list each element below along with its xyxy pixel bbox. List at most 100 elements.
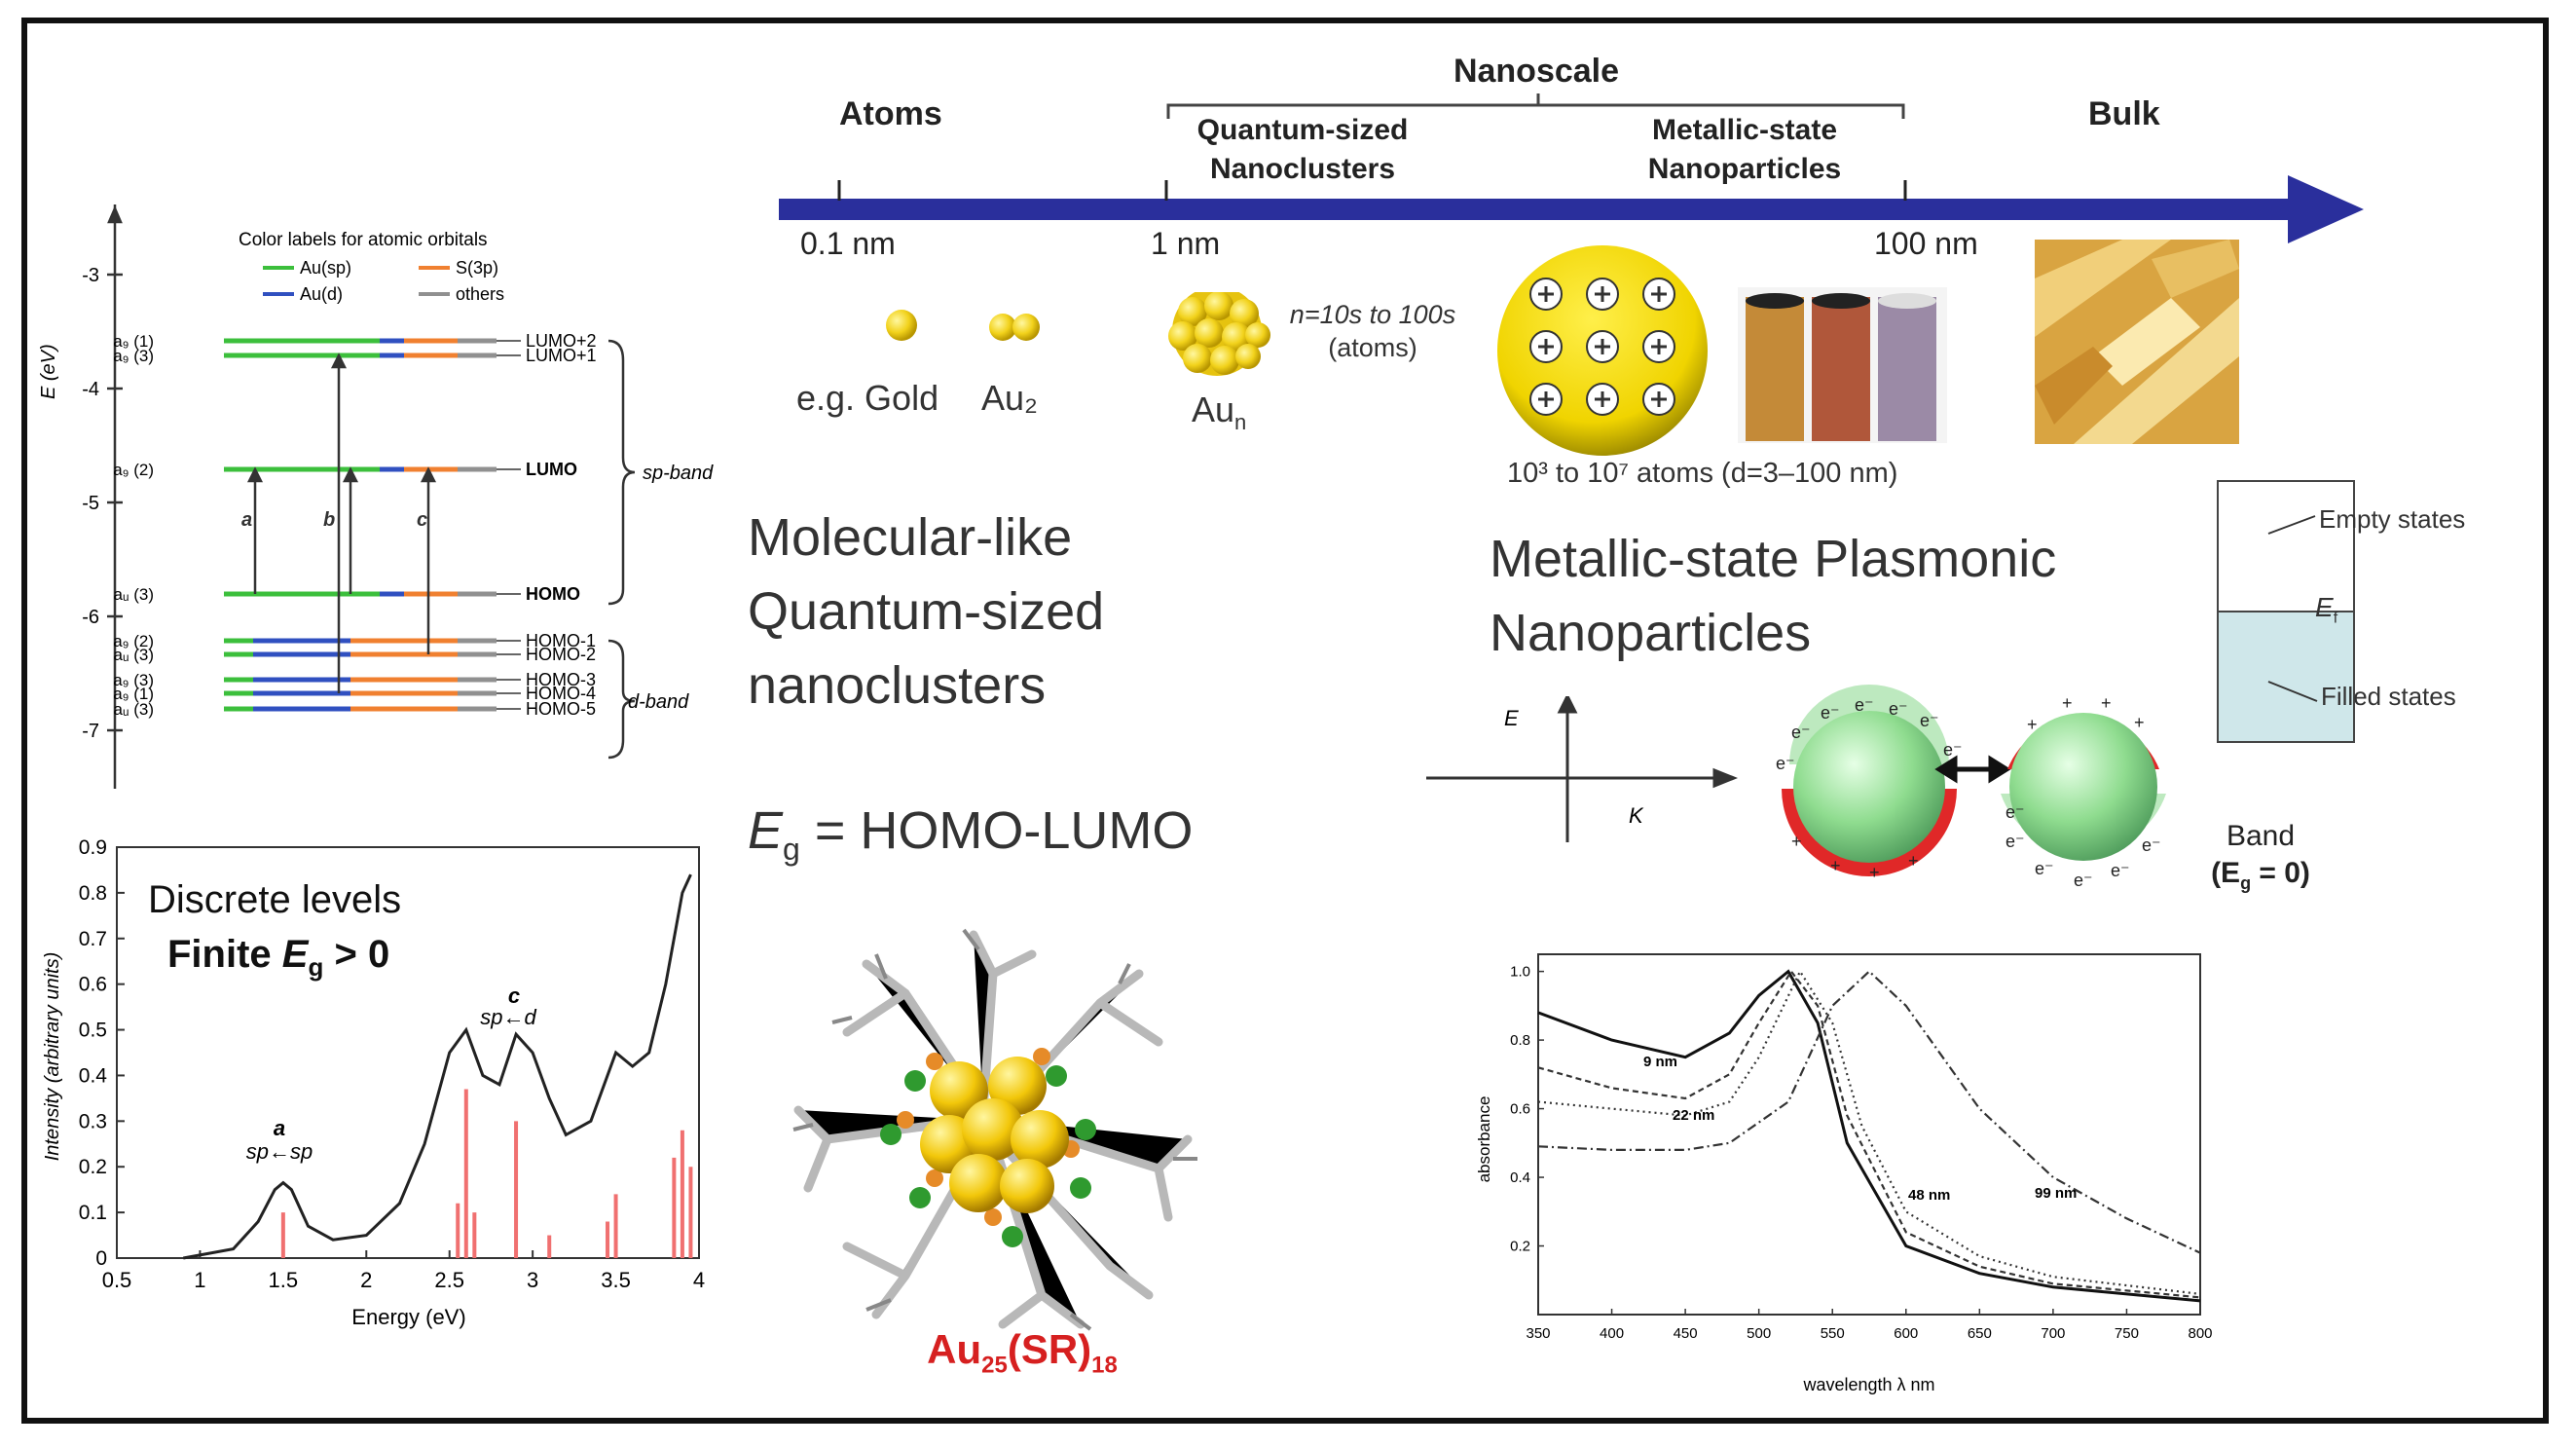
orbital-level-symmetry: aᵤ (3)	[114, 585, 154, 604]
orbital-y-ticks: -3-4-5-6-7-8	[82, 265, 123, 742]
label-bulk: Bulk	[2088, 95, 2160, 132]
peak-a-letter: a	[274, 1116, 285, 1140]
absorbance-lines	[1537, 969, 2201, 1303]
svg-text:e⁻: e⁻	[2035, 859, 2054, 878]
svg-text:e⁻: e⁻	[1821, 703, 1840, 723]
spectrum-y-tick-label: 0	[95, 1247, 107, 1270]
absorbance-x-tick-label: 550	[1821, 1325, 1845, 1342]
orbital-level-symmetry: a₉ (2)	[113, 461, 154, 479]
orbital-level-symmetry: a₉ (1)	[113, 685, 154, 703]
absorbance-x-tick-label: 500	[1747, 1325, 1771, 1342]
svg-text:+: +	[1830, 856, 1841, 875]
gold-atom-icons	[886, 292, 1270, 376]
series-label-9nm: 9 nm	[1643, 1054, 1677, 1070]
orbital-y-tick-label: -5	[82, 493, 99, 514]
absorbance-series-line	[1537, 969, 2201, 1303]
series-label-48nm: 48 nm	[1908, 1187, 1950, 1204]
d-band-label: d-band	[628, 691, 689, 713]
svg-text:others: others	[456, 284, 504, 304]
transition-label: c	[417, 509, 427, 531]
svg-text:e⁻: e⁻	[2006, 832, 2025, 851]
orbital-level-symmetry: a₉ (3)	[113, 671, 154, 689]
orbital-level-symmetry: a₉ (1)	[113, 332, 154, 351]
band-label: Band	[2226, 820, 2296, 852]
svg-text:e⁻: e⁻	[2006, 802, 2025, 822]
spectrum-sticks	[280, 1089, 693, 1258]
absorbance-x-tick-label: 350	[1526, 1325, 1550, 1342]
absorbance-y-tick-label: 0.4	[1510, 1169, 1530, 1186]
sphere-left: e⁻e⁻e⁻e⁻e⁻e⁻e⁻ ++++	[1776, 685, 1963, 882]
orbital-ylabel: E (eV)	[38, 344, 59, 399]
plasmonic-heading: Metallic-state Plasmonic Nanoparticles	[1490, 530, 2057, 662]
svg-text:e⁻: e⁻	[1943, 740, 1963, 760]
spectrum-x-tick-label: 1	[194, 1268, 205, 1292]
orbital-level: a₉ (2)HOMO-1	[113, 631, 596, 650]
spectrum-y-tick-label: 0.8	[79, 882, 107, 905]
spectrum-ylabel: Intensity (arbitrary units)	[42, 952, 63, 1162]
absorbance-y-tick-label: 0.2	[1510, 1239, 1530, 1255]
e-axis-label: E	[1504, 706, 1519, 730]
absorbance-x-tick-label: 600	[1894, 1325, 1918, 1342]
bulk-gold-image	[2035, 240, 2239, 444]
e-k-axes: E K	[1426, 696, 1738, 842]
orbital-level-name: LUMO+1	[526, 346, 597, 365]
absorbance-y-tick-label: 0.6	[1510, 1101, 1530, 1118]
svg-text:Au(d): Au(d)	[300, 284, 343, 304]
orbital-level-name: HOMO-1	[526, 631, 596, 650]
svg-text:Color labels for atomic orbita: Color labels for atomic orbitals	[239, 230, 488, 250]
orbital-level-diagram: E (eV) -3-4-5-6-7-8 a₉ (1) LUMO+2 a₉ (3) LU…	[38, 204, 714, 789]
spectrum-xlabel: Energy (eV)	[351, 1305, 465, 1329]
series-label-99nm: 99 nm	[2035, 1185, 2077, 1202]
gold-atom-icon	[886, 310, 917, 341]
svg-text:e⁻: e⁻	[1776, 754, 1795, 773]
scale-arrow	[779, 93, 2364, 243]
absorbance-x-tick-label: 400	[1600, 1325, 1624, 1342]
sp-band-label: sp-band	[643, 463, 714, 484]
svg-text:Au(sp): Au(sp)	[300, 258, 351, 278]
eg-zero-label: (Eg = 0)	[2211, 857, 2310, 893]
spectrum-line	[183, 873, 692, 1260]
peak-c-desc: sp←d	[480, 1005, 536, 1029]
band-diagram	[2217, 480, 2355, 743]
svg-text:e⁻: e⁻	[2142, 835, 2161, 855]
svg-text:+: +	[2101, 693, 2112, 713]
orbital-level: aᵤ (3) HOMO-5	[114, 699, 596, 719]
label-np-atoms: 10³ to 10⁷ atoms (d=3–100 nm)	[1507, 458, 1898, 489]
transition-arrowhead	[342, 466, 359, 483]
label-aun: Aun	[1192, 390, 1247, 435]
transition-arrowhead	[420, 466, 437, 483]
svg-text:+: +	[1791, 832, 1802, 851]
svg-text:+: +	[2134, 713, 2145, 732]
spectrum-y-tick-label: 0.3	[79, 1110, 107, 1132]
label-n-range: n=10s to 100s (atoms)	[1289, 300, 1456, 362]
spectrum-x-tick-label: 2	[360, 1268, 372, 1292]
orbital-level-symmetry: aᵤ (3)	[114, 700, 154, 719]
orbital-level-symmetry: aᵤ (3)	[114, 646, 154, 664]
orbital-level-name: LUMO+2	[526, 331, 597, 351]
empty-states-label: Empty states	[2319, 504, 2466, 534]
label-gold: e.g. Gold	[796, 378, 939, 418]
absorbance-xlabel: wavelength λ nm	[1802, 1375, 1934, 1394]
svg-text:S(3p): S(3p)	[456, 258, 498, 278]
svg-text:e⁻: e⁻	[1791, 723, 1811, 742]
absorbance-frame	[1537, 953, 2201, 1316]
absorbance-ylabel: absorbance	[1475, 1096, 1493, 1183]
absorbance-x-tick-label: 450	[1674, 1325, 1698, 1342]
orbital-legend: Color labels for atomic orbitals Au(sp) …	[239, 230, 504, 304]
svg-text:+: +	[2027, 715, 2038, 734]
series-label-22nm: 22 nm	[1673, 1107, 1714, 1124]
label-quantum-sized: Quantum-sized Nanoclusters	[1196, 114, 1409, 185]
filled-states-label: Filled states	[2321, 682, 2456, 711]
spectrum-y-tick-label: 0.1	[79, 1202, 107, 1224]
transition-label: b	[323, 509, 335, 531]
orbital-level-name: HOMO-5	[526, 699, 596, 719]
absorbance-y-tick-label: 1.0	[1510, 964, 1530, 981]
transition-arrowhead	[246, 466, 264, 483]
spectrum-y-tick-label: 0.9	[79, 836, 107, 859]
svg-text:+: +	[1908, 851, 1919, 871]
svg-text:e⁻: e⁻	[1855, 695, 1874, 715]
spectrum-subtitle: Finite Eg > 0	[167, 933, 390, 982]
